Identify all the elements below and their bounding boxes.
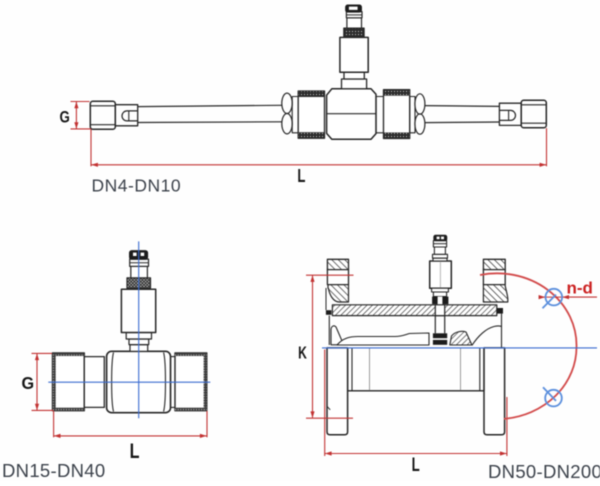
svg-text:L: L: [297, 167, 305, 187]
svg-text:n-d: n-d: [567, 279, 593, 298]
svg-text:L: L: [130, 439, 140, 463]
svg-text:K: K: [298, 343, 307, 363]
svg-text:DN4-DN10: DN4-DN10: [92, 176, 182, 196]
svg-text:DN50-DN200: DN50-DN200: [488, 461, 600, 481]
svg-text:DN15-DN40: DN15-DN40: [2, 460, 105, 481]
svg-text:G: G: [60, 108, 70, 127]
svg-text:G: G: [22, 373, 35, 393]
svg-text:L: L: [412, 455, 420, 476]
